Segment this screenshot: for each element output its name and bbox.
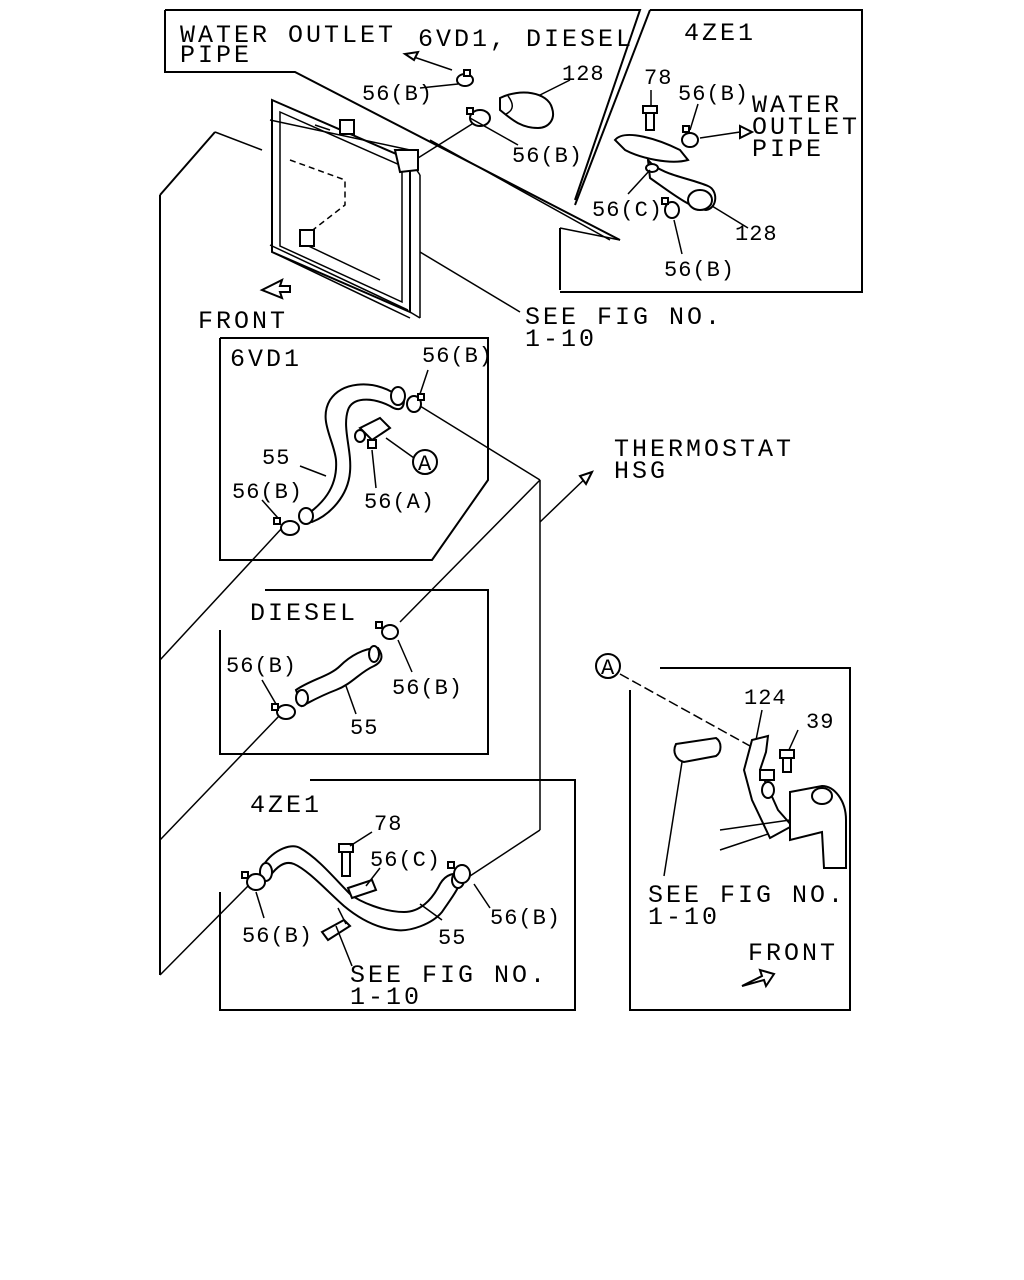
hose-clamp-56a: [354, 416, 392, 449]
see-fig-label: SEE FIG NO.: [525, 303, 723, 332]
hose-clamp-56b: [456, 69, 474, 87]
leader-lines: [255, 831, 491, 967]
box-diesel: [219, 589, 489, 755]
bolt-39: [779, 749, 795, 773]
thermostat-leader: [399, 405, 593, 877]
cushion: [673, 736, 722, 764]
bolt-78-label: 78: [374, 812, 402, 837]
clamp-56b-label-2: 56(B): [664, 258, 735, 283]
hose-clamp-56b: [241, 871, 266, 891]
box-4ze1: [219, 779, 576, 1011]
water-outlet-label-2: PIPE: [180, 41, 252, 70]
upper-right-frame: [560, 9, 863, 293]
callout-a-icon: [412, 449, 438, 475]
hsg-label: HSG: [614, 457, 668, 486]
front-arrow-icon: [259, 278, 291, 300]
clamp-56b-label-2: 56(B): [490, 906, 561, 931]
leader-lines: [261, 369, 429, 519]
hose-clamp-56b: [406, 393, 425, 413]
hose-128-label: 128: [735, 222, 778, 247]
front-arrow-icon: [741, 968, 776, 989]
hose-clamp-56b: [273, 517, 300, 536]
arrow-head-icon: [402, 50, 420, 62]
clamp-56b-label: 56(B): [678, 82, 749, 107]
clamp-56b-label-2: 56(B): [232, 480, 303, 505]
hose-clamp-56b: [271, 703, 296, 720]
hose-clamp-56b: [661, 197, 680, 219]
leader-lines: [261, 639, 413, 715]
see-fig-label: SEE FIG NO.: [350, 961, 548, 990]
clamp-56a-label: 56(A): [364, 490, 435, 515]
clamp-56b-label: 56(B): [226, 654, 297, 679]
bolt-78: [338, 843, 354, 877]
frame-member: [719, 784, 847, 869]
bolt-39-label: 39: [806, 710, 834, 735]
variant-label: 6VD1, DIESEL: [418, 25, 634, 54]
hose-128: [499, 91, 554, 130]
clamp-56b-label-2: 56(B): [392, 676, 463, 701]
water-outlet-label: WATER OUTLET: [180, 21, 396, 50]
box-4ze1-title: 4ZE1: [250, 791, 322, 820]
hose-clamp-56b: [447, 861, 471, 884]
outlet-label: OUTLET: [752, 113, 860, 142]
hose-55-diesel: [294, 645, 383, 708]
leader-lines: [404, 53, 611, 313]
arrow-head-icon: [578, 470, 594, 486]
box-diesel-title: DIESEL: [250, 599, 358, 628]
front-label: FRONT: [198, 307, 288, 336]
clamp-56b-label-2: 56(B): [512, 144, 583, 169]
see-fig-number: 1-10: [350, 983, 422, 1012]
bracket-124: [742, 734, 794, 840]
leader-lines: [627, 90, 749, 255]
hose-55-label: 55: [438, 926, 466, 951]
water-outlet-pipe: [613, 134, 717, 212]
front-label: FRONT: [748, 939, 838, 968]
radiator: [269, 98, 421, 319]
thermostat-label: THERMOSTAT: [614, 435, 794, 464]
hose-128-label: 128: [562, 62, 605, 87]
bolt-78: [642, 105, 658, 131]
callout-a-icon: [595, 653, 621, 679]
clamp-56b-label: 56(B): [362, 82, 433, 107]
arrow-head-icon: [739, 124, 755, 140]
clamp-56c-label: 56(C): [370, 848, 441, 873]
bracket-124-label: 124: [744, 686, 787, 711]
hose-clamp-56b: [681, 125, 699, 148]
see-fig-number: 1-10: [525, 325, 597, 354]
callout-a-letter: A: [601, 656, 615, 681]
leader-lines: [619, 673, 841, 877]
pipe-label: PIPE: [752, 135, 824, 164]
see-fig-number: 1-10: [648, 903, 720, 932]
see-fig-label: SEE FIG NO.: [648, 881, 846, 910]
water-label: WATER: [752, 91, 842, 120]
hose-55-6vd1: [298, 383, 406, 525]
bracket: [320, 907, 352, 942]
hose-55-label: 55: [350, 716, 378, 741]
box-4ze1-title: 4ZE1: [684, 19, 756, 48]
clamp-56b-label: 56(B): [242, 924, 313, 949]
box-6vd1: [219, 337, 489, 561]
bracket-lines: [159, 131, 283, 976]
box-6vd1-title: 6VD1: [230, 345, 302, 374]
bolt-78-label: 78: [644, 66, 672, 91]
hose-55-label: 55: [262, 446, 290, 471]
detail-a-frame: [629, 667, 851, 1011]
clamp-56c-label: 56(C): [592, 198, 663, 223]
clamp-56b-label: 56(B): [422, 344, 493, 369]
callout-a-letter: A: [418, 452, 432, 477]
hose-clamp-56b: [375, 621, 399, 640]
